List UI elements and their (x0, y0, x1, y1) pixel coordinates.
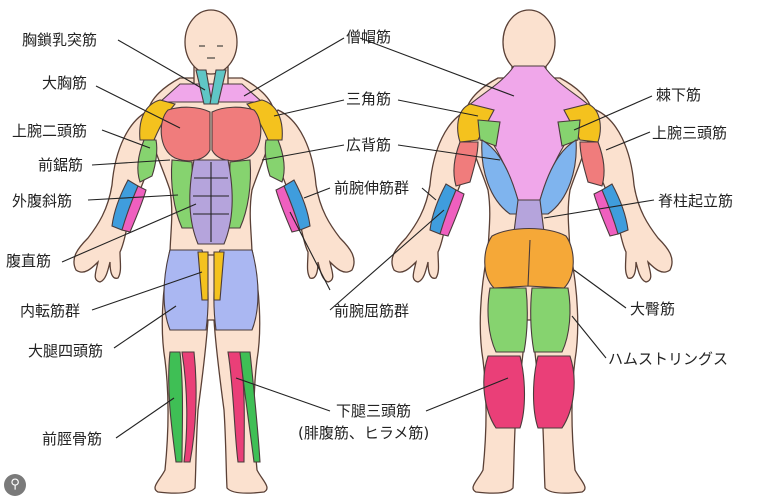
back-latissimus (481, 139, 577, 215)
label-trapezius: 僧帽筋 (346, 28, 391, 46)
label-forearm-flexors: 前腕屈筋群 (334, 302, 409, 320)
front-tibialis-left (168, 351, 184, 463)
front-oblique-right (227, 159, 252, 229)
label-quadriceps: 大腿四頭筋 (28, 342, 103, 360)
front-adductor-right (213, 251, 225, 301)
label-triceps-surae-detail: (腓腹筋、ヒラメ筋) (298, 424, 429, 442)
labels: 胸鎖乳突筋 大胸筋 上腕二頭筋 前鋸筋 外腹斜筋 腹直筋 内転筋群 大腿四頭筋 … (6, 28, 733, 448)
label-forearm-extensors: 前腕伸筋群 (334, 179, 409, 197)
back-gluteus (484, 228, 574, 289)
label-erector-spinae: 脊柱起立筋 (658, 192, 733, 210)
search-lens-icon[interactable]: ⚲ (4, 474, 26, 496)
back-triceps-left (453, 141, 479, 187)
back-erector-spinae (513, 199, 545, 233)
label-adductors: 内転筋群 (20, 302, 80, 320)
label-gluteus: 大臀筋 (630, 300, 675, 318)
back-triceps-right (579, 141, 605, 187)
label-triceps-surae: 下腿三頭筋 (336, 402, 411, 420)
label-infraspinatus: 棘下筋 (656, 86, 701, 104)
leader-lines (61, 37, 655, 439)
front-shin-left-red (181, 351, 197, 463)
back-hamstrings-left (487, 287, 528, 353)
back-infraspinatus-left (477, 119, 501, 147)
back-calf-right (533, 355, 575, 429)
back-hamstrings-right (530, 287, 571, 353)
front-head (184, 9, 238, 75)
label-external-oblique: 外腹斜筋 (12, 192, 72, 210)
label-hamstrings: ハムストリングス (608, 350, 728, 368)
front-adductor-left (197, 251, 209, 301)
label-tibialis: 前脛骨筋 (42, 430, 102, 448)
back-deltoid-right (563, 103, 601, 143)
label-rectus-abdominis: 腹直筋 (6, 252, 51, 270)
front-pectoralis-left (160, 106, 211, 162)
front-tibialis-right (239, 351, 261, 463)
back-head (502, 9, 556, 75)
front-pectoralis-right (211, 106, 262, 162)
back-figure (391, 9, 673, 494)
label-serratus: 前鋸筋 (38, 156, 83, 174)
front-sternocleidomastoid-right (209, 69, 227, 105)
back-forearm-right-pink (593, 189, 619, 237)
back-forearm-left-pink (439, 189, 465, 237)
back-calf-left (483, 355, 525, 429)
label-biceps: 上腕二頭筋 (12, 122, 87, 140)
label-pectoralis: 大胸筋 (42, 74, 87, 92)
front-oblique-left (170, 159, 195, 229)
label-triceps: 上腕三頭筋 (652, 124, 727, 142)
label-latissimus: 広背筋 (346, 136, 391, 154)
front-biceps-right (264, 139, 285, 183)
back-infraspinatus-right (557, 119, 581, 147)
label-deltoid: 三角筋 (346, 90, 391, 108)
label-sternocleidomastoid: 胸鎖乳突筋 (22, 31, 97, 49)
front-figure (73, 9, 355, 494)
